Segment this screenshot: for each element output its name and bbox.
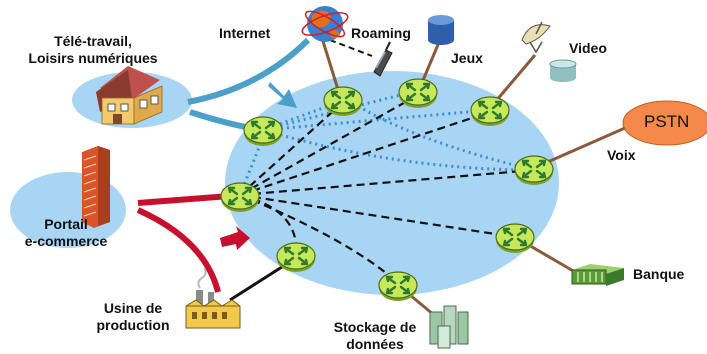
internet-label: Internet	[219, 25, 271, 41]
commerce-link-lower	[136, 207, 221, 293]
usine-label-line1: Usine de	[103, 300, 163, 316]
voix-label: Voix	[607, 147, 636, 163]
router-icon	[377, 270, 419, 303]
commerce-arrow	[220, 226, 250, 250]
portail-label-line1: Portail	[44, 216, 88, 232]
pstn-label: PSTN	[644, 112, 690, 131]
factory-icon	[185, 267, 241, 329]
router-icon	[513, 154, 555, 187]
portail-label: Portail e-commerce	[16, 216, 116, 250]
telework-label-line2: Loisirs numériques	[28, 50, 158, 66]
house-icon	[96, 66, 163, 125]
router-icon	[494, 222, 536, 255]
router-icon	[219, 181, 261, 214]
stockage-label: Stockage de données	[325, 319, 425, 353]
storage-server-icon	[429, 305, 469, 349]
satellite-dish-icon	[521, 21, 577, 82]
commerce-link-upper	[137, 193, 231, 206]
usine-label: Usine de production	[83, 300, 183, 334]
network-cloud	[225, 71, 559, 295]
pstn-cloud	[622, 100, 707, 146]
database-icon	[428, 15, 454, 45]
video-label: Video	[569, 40, 607, 56]
telework-label: Télé-travail, Loisirs numériques	[18, 33, 168, 67]
telework-label-line1: Télé-travail,	[54, 33, 132, 49]
stockage-label-line1: Stockage de	[333, 319, 417, 335]
internet-roaming-link	[320, 37, 342, 97]
telework-link-upper	[187, 37, 311, 105]
telework-arrow	[268, 82, 297, 108]
router-icon	[275, 241, 317, 274]
roaming-label: Roaming	[351, 25, 411, 41]
bank-building-icon	[571, 264, 624, 286]
banque-label: Banque	[633, 266, 685, 282]
office-tower-icon	[82, 146, 110, 228]
portail-label-line2: e-commerce	[24, 233, 108, 249]
usine-label-line2: production	[96, 317, 170, 333]
mobile-phone-icon	[373, 41, 393, 77]
jeux-label: Jeux	[451, 50, 483, 66]
router-icon	[397, 77, 439, 110]
router-icon	[242, 115, 284, 148]
router-icon	[469, 95, 511, 128]
globe-icon	[301, 6, 349, 42]
router-icon	[322, 85, 364, 118]
stockage-label-line2: données	[346, 336, 404, 352]
roaming-dashed-link	[329, 39, 373, 57]
